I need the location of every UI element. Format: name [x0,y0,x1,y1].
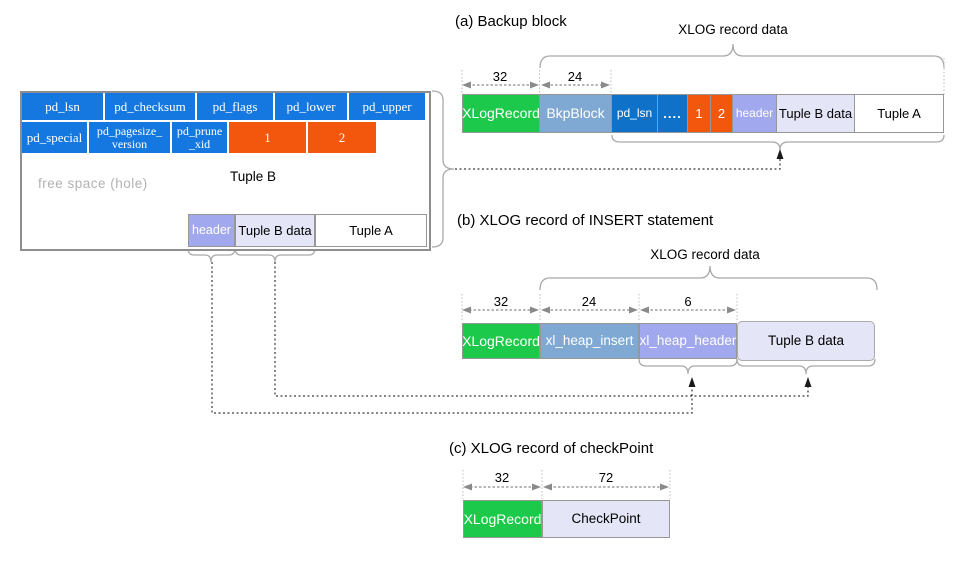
a-under-brace [611,134,945,151]
tuple-b-label: Tuple B [229,169,277,184]
section-b-record-data-label: XLOG record data [650,247,760,262]
page-brace [431,90,455,248]
cell-pd-checksum: pd_checksum [105,93,195,120]
b-tupleb-under-brace [736,358,876,375]
connector-page-to-backup [455,154,781,170]
c-block-checkpoint: CheckPoint [542,500,670,538]
size-c-32: 32 [494,470,510,485]
section-a-record-data-label: XLOG record data [678,22,788,37]
page-tuple-b-data: Tuple B data [235,214,315,247]
b-block-tuple-b-data: Tuple B data [737,321,875,361]
size-b-24: 24 [581,294,597,309]
a-block-tuple-b-data: Tuple B data [776,94,855,133]
cell-item-pointer-1: 1 [229,122,306,153]
section-c-title: (c) XLOG record of checkPoint [449,440,654,457]
cell-pd-upper: pd_upper [349,93,425,120]
a-block-xlogrecord: XLogRecord [462,94,540,133]
size-c-72: 72 [598,470,614,485]
b-block-xlogrecord: XLogRecord [462,323,540,359]
b-header-under-brace [638,358,738,375]
a-block-pd-lsn: pd_lsn [611,94,658,133]
section-a-title: (a) Backup block [455,13,567,30]
cell-pd-flags: pd_flags [197,93,273,120]
page-tuple-a: Tuple A [315,214,427,247]
a-block-tuple-a: Tuple A [854,94,944,133]
section-b-title: (b) XLOG record of INSERT statement [457,212,714,229]
cell-pd-prune-xid: pd_prune _xid [172,122,227,153]
page-tuple-header: header [188,214,235,247]
cell-pd-lower: pd_lower [275,93,347,120]
size-arrowheads [462,81,736,491]
a-block-item-1: 1 [687,94,711,133]
a-block-ellipsis: .... [657,94,688,133]
a-record-data-brace [539,43,945,69]
b-record-data-brace [539,265,878,291]
b-block-xl-heap-header: xl_heap_header [639,323,737,359]
b-block-xl-heap-insert: xl_heap_insert [540,323,639,359]
cell-item-pointer-2: 2 [308,122,376,153]
size-a-24: 24 [567,69,583,84]
a-block-bkpblock: BkpBlock [539,94,612,133]
cell-pd-pagesize-version: pd_pagesize_ version [89,122,170,153]
free-space-label: free space (hole) [38,176,148,191]
c-block-xlogrecord: XLogRecord [463,500,542,538]
cell-pd-lsn: pd_lsn [22,93,103,120]
size-a-32: 32 [492,69,508,84]
cell-pd-special: pd_special [22,122,87,153]
size-b-6: 6 [684,294,692,309]
size-b-32: 32 [493,294,509,309]
a-block-item-2: 2 [710,94,733,133]
size-arrows [468,84,730,488]
a-block-header: header [732,94,777,133]
